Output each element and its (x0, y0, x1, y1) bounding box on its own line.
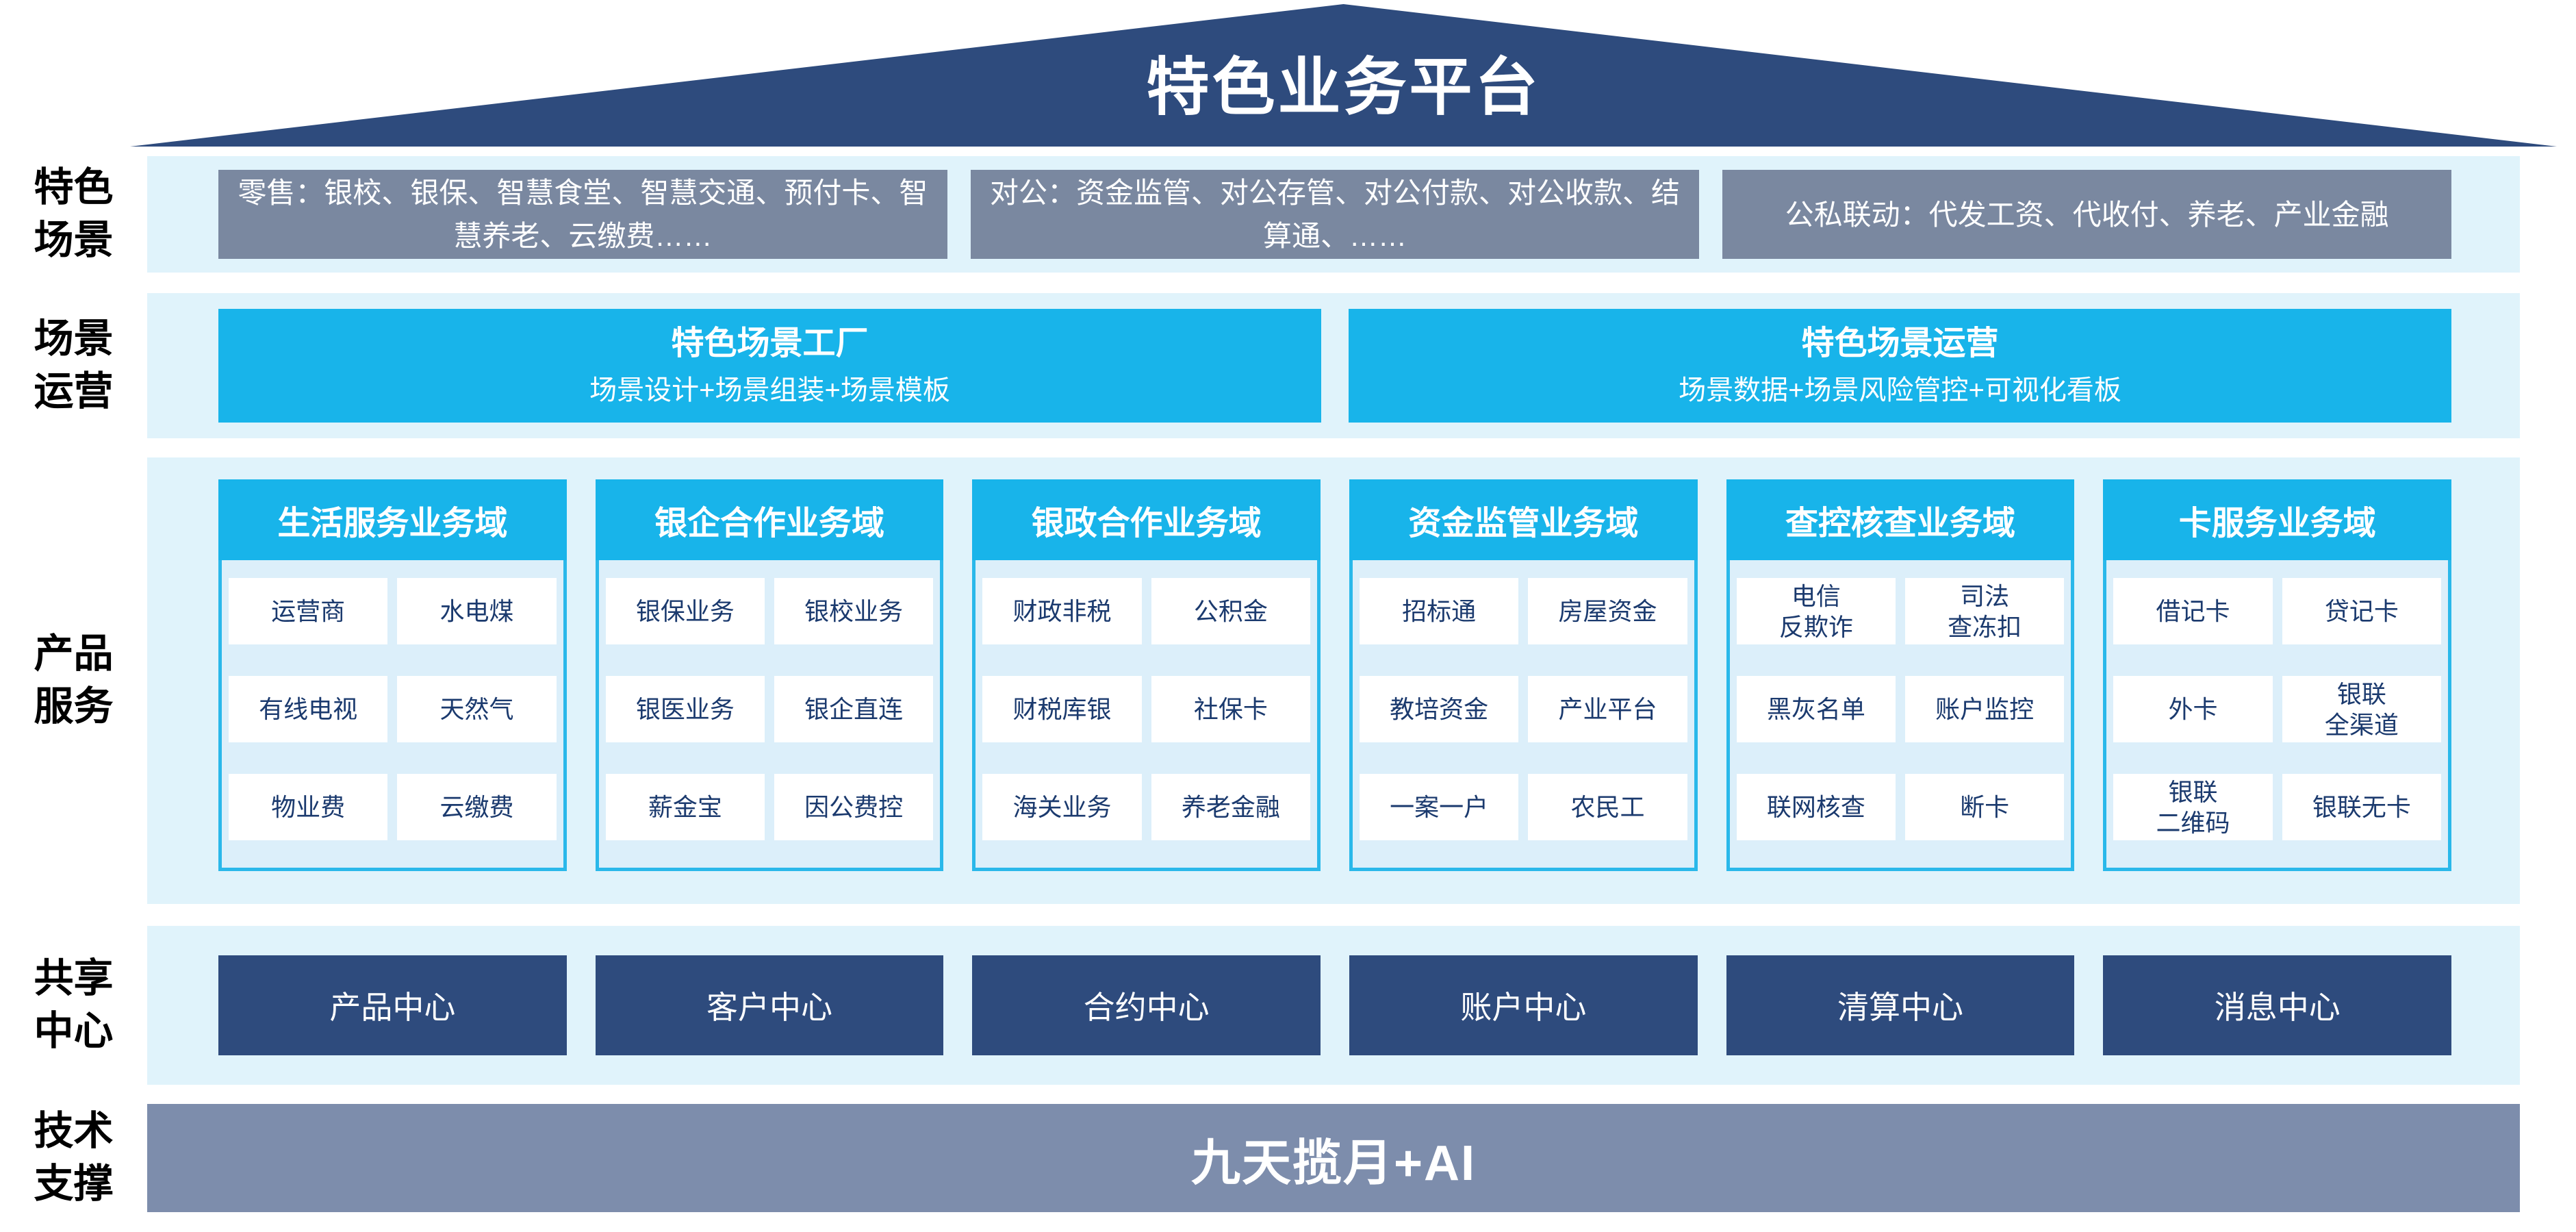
row-products: 产品 服务 生活服务业务域 运营商 水电煤 有线电视 天然气 物业费 云缴费 银… (0, 457, 2520, 904)
product-cell: 物业费 (229, 774, 388, 840)
domain-header: 卡服务业务域 (2103, 479, 2452, 560)
op-box-subtitle: 场景设计+场景组装+场景模板 (589, 375, 950, 405)
product-cell: 因公费控 (774, 774, 934, 840)
domain-body: 银保业务 银校业务 银医业务 银企直连 薪金宝 因公费控 (595, 560, 944, 871)
side-label-products: 产品 服务 (34, 631, 114, 729)
product-cell: 电信 反欺诈 (1736, 578, 1896, 644)
product-cell: 水电煤 (397, 578, 557, 644)
product-cell: 断卡 (1905, 774, 2065, 840)
product-cell: 养老金融 (1151, 774, 1311, 840)
share-centers-band: 产品中心 客户中心 合约中心 账户中心 清算中心 消息中心 (147, 926, 2520, 1085)
scene-box-corporate: 对公：资金监管、对公存管、对公付款、对公收款、结算通、…… (970, 170, 1700, 259)
center-box-message: 消息中心 (2103, 955, 2452, 1055)
product-cell: 有线电视 (229, 676, 388, 742)
operations-band: 特色场景工厂 场景设计+场景组装+场景模板 特色场景运营 场景数据+场景风险管控… (147, 293, 2520, 438)
platform-roof: 特色业务平台 (130, 4, 2557, 147)
product-cell: 薪金宝 (605, 774, 765, 840)
scene-box-public-private: 公私联动：代发工资、代收付、养老、产业金融 (1722, 170, 2452, 259)
domain-body: 运营商 水电煤 有线电视 天然气 物业费 云缴费 (218, 560, 567, 871)
op-box-title: 特色场景工厂 (671, 325, 869, 362)
product-cell: 公积金 (1151, 578, 1311, 644)
product-cell: 农民工 (1528, 774, 1687, 840)
product-cell: 银联 二维码 (2113, 774, 2273, 840)
side-label-scenes: 特色 场景 (34, 165, 114, 262)
product-cell: 外卡 (2113, 676, 2273, 742)
center-box-account: 账户中心 (1349, 955, 1698, 1055)
product-cell: 银保业务 (605, 578, 765, 644)
tech-support-bar: 九天揽月+AI (147, 1104, 2520, 1212)
product-cell: 海关业务 (982, 774, 1142, 840)
product-cell: 银企直连 (774, 676, 934, 742)
product-cell: 财税库银 (982, 676, 1142, 742)
product-cell: 银校业务 (774, 578, 934, 644)
center-box-customer: 客户中心 (595, 955, 944, 1055)
side-label-products-wrap: 产品 服务 (0, 457, 147, 904)
center-box-clearing: 清算中心 (1726, 955, 2075, 1055)
side-label-operations: 场景 运营 (34, 316, 114, 414)
domain-header: 资金监管业务域 (1349, 479, 1698, 560)
center-box-product: 产品中心 (218, 955, 567, 1055)
product-cell: 产业平台 (1528, 676, 1687, 742)
product-cell: 财政非税 (982, 578, 1142, 644)
product-cell: 银医业务 (605, 676, 765, 742)
op-box-title: 特色场景运营 (1801, 325, 1999, 362)
domain-bank-government: 银政合作业务域 财政非税 公积金 财税库银 社保卡 海关业务 养老金融 (972, 479, 1321, 871)
product-cell: 黑灰名单 (1736, 676, 1896, 742)
row-tech-support: 技术 支撑 九天揽月+AI (0, 1104, 2520, 1212)
product-cell: 房屋资金 (1528, 578, 1687, 644)
domain-header: 银企合作业务域 (595, 479, 944, 560)
domain-header: 查控核查业务域 (1726, 479, 2075, 560)
center-box-contract: 合约中心 (972, 955, 1321, 1055)
side-label-scenes-wrap: 特色 场景 (0, 156, 147, 273)
product-cell: 运营商 (229, 578, 388, 644)
domain-fund-supervision: 资金监管业务域 招标通 房屋资金 教培资金 产业平台 一案一户 农民工 (1349, 479, 1698, 871)
product-cell: 天然气 (397, 676, 557, 742)
op-box-subtitle: 场景数据+场景风险管控+可视化看板 (1679, 375, 2121, 405)
product-cell: 联网核查 (1736, 774, 1896, 840)
domain-header: 银政合作业务域 (972, 479, 1321, 560)
row-operations: 场景 运营 特色场景工厂 场景设计+场景组装+场景模板 特色场景运营 场景数据+… (0, 293, 2520, 438)
product-cell: 贷记卡 (2282, 578, 2442, 644)
domain-body: 财政非税 公积金 财税库银 社保卡 海关业务 养老金融 (972, 560, 1321, 871)
scenes-band: 零售：银校、银保、智慧食堂、智慧交通、预付卡、智慧养老、云缴费…… 对公：资金监… (147, 156, 2520, 273)
side-label-share: 共享 中心 (34, 956, 114, 1053)
op-box-scene-factory: 特色场景工厂 场景设计+场景组装+场景模板 (218, 309, 1321, 423)
domain-body: 招标通 房屋资金 教培资金 产业平台 一案一户 农民工 (1349, 560, 1698, 871)
domain-body: 借记卡 贷记卡 外卡 银联 全渠道 银联 二维码 银联无卡 (2103, 560, 2452, 871)
scene-box-retail: 零售：银校、银保、智慧食堂、智慧交通、预付卡、智慧养老、云缴费…… (218, 170, 947, 259)
side-label-share-wrap: 共享 中心 (0, 926, 147, 1085)
product-cell: 账户监控 (1905, 676, 2065, 742)
row-share-centers: 共享 中心 产品中心 客户中心 合约中心 账户中心 清算中心 消息中心 (0, 926, 2520, 1085)
side-label-operations-wrap: 场景 运营 (0, 293, 147, 438)
op-box-scene-operation: 特色场景运营 场景数据+场景风险管控+可视化看板 (1349, 309, 2451, 423)
product-cell: 云缴费 (397, 774, 557, 840)
product-cell: 一案一户 (1360, 774, 1519, 840)
product-cell: 社保卡 (1151, 676, 1311, 742)
side-label-tech-wrap: 技术 支撑 (0, 1104, 147, 1212)
product-cell: 借记卡 (2113, 578, 2273, 644)
product-cell: 教培资金 (1360, 676, 1519, 742)
platform-title: 特色业务平台 (1146, 53, 1541, 123)
domain-header: 生活服务业务域 (218, 479, 567, 560)
domain-body: 电信 反欺诈 司法 查冻扣 黑灰名单 账户监控 联网核查 断卡 (1726, 560, 2075, 871)
product-cell: 银联无卡 (2282, 774, 2442, 840)
domain-bank-enterprise: 银企合作业务域 银保业务 银校业务 银医业务 银企直连 薪金宝 因公费控 (595, 479, 944, 871)
product-cell: 银联 全渠道 (2282, 676, 2442, 742)
domain-inquiry-control: 查控核查业务域 电信 反欺诈 司法 查冻扣 黑灰名单 账户监控 联网核查 断卡 (1726, 479, 2075, 871)
product-cell: 招标通 (1360, 578, 1519, 644)
domain-card-services: 卡服务业务域 借记卡 贷记卡 外卡 银联 全渠道 银联 二维码 银联无卡 (2103, 479, 2452, 871)
products-band: 生活服务业务域 运营商 水电煤 有线电视 天然气 物业费 云缴费 银企合作业务域… (147, 457, 2520, 904)
side-label-tech: 技术 支撑 (34, 1109, 114, 1206)
domain-life-services: 生活服务业务域 运营商 水电煤 有线电视 天然气 物业费 云缴费 (218, 479, 567, 871)
row-scenes: 特色 场景 零售：银校、银保、智慧食堂、智慧交通、预付卡、智慧养老、云缴费…… … (0, 156, 2520, 273)
product-cell: 司法 查冻扣 (1905, 578, 2065, 644)
